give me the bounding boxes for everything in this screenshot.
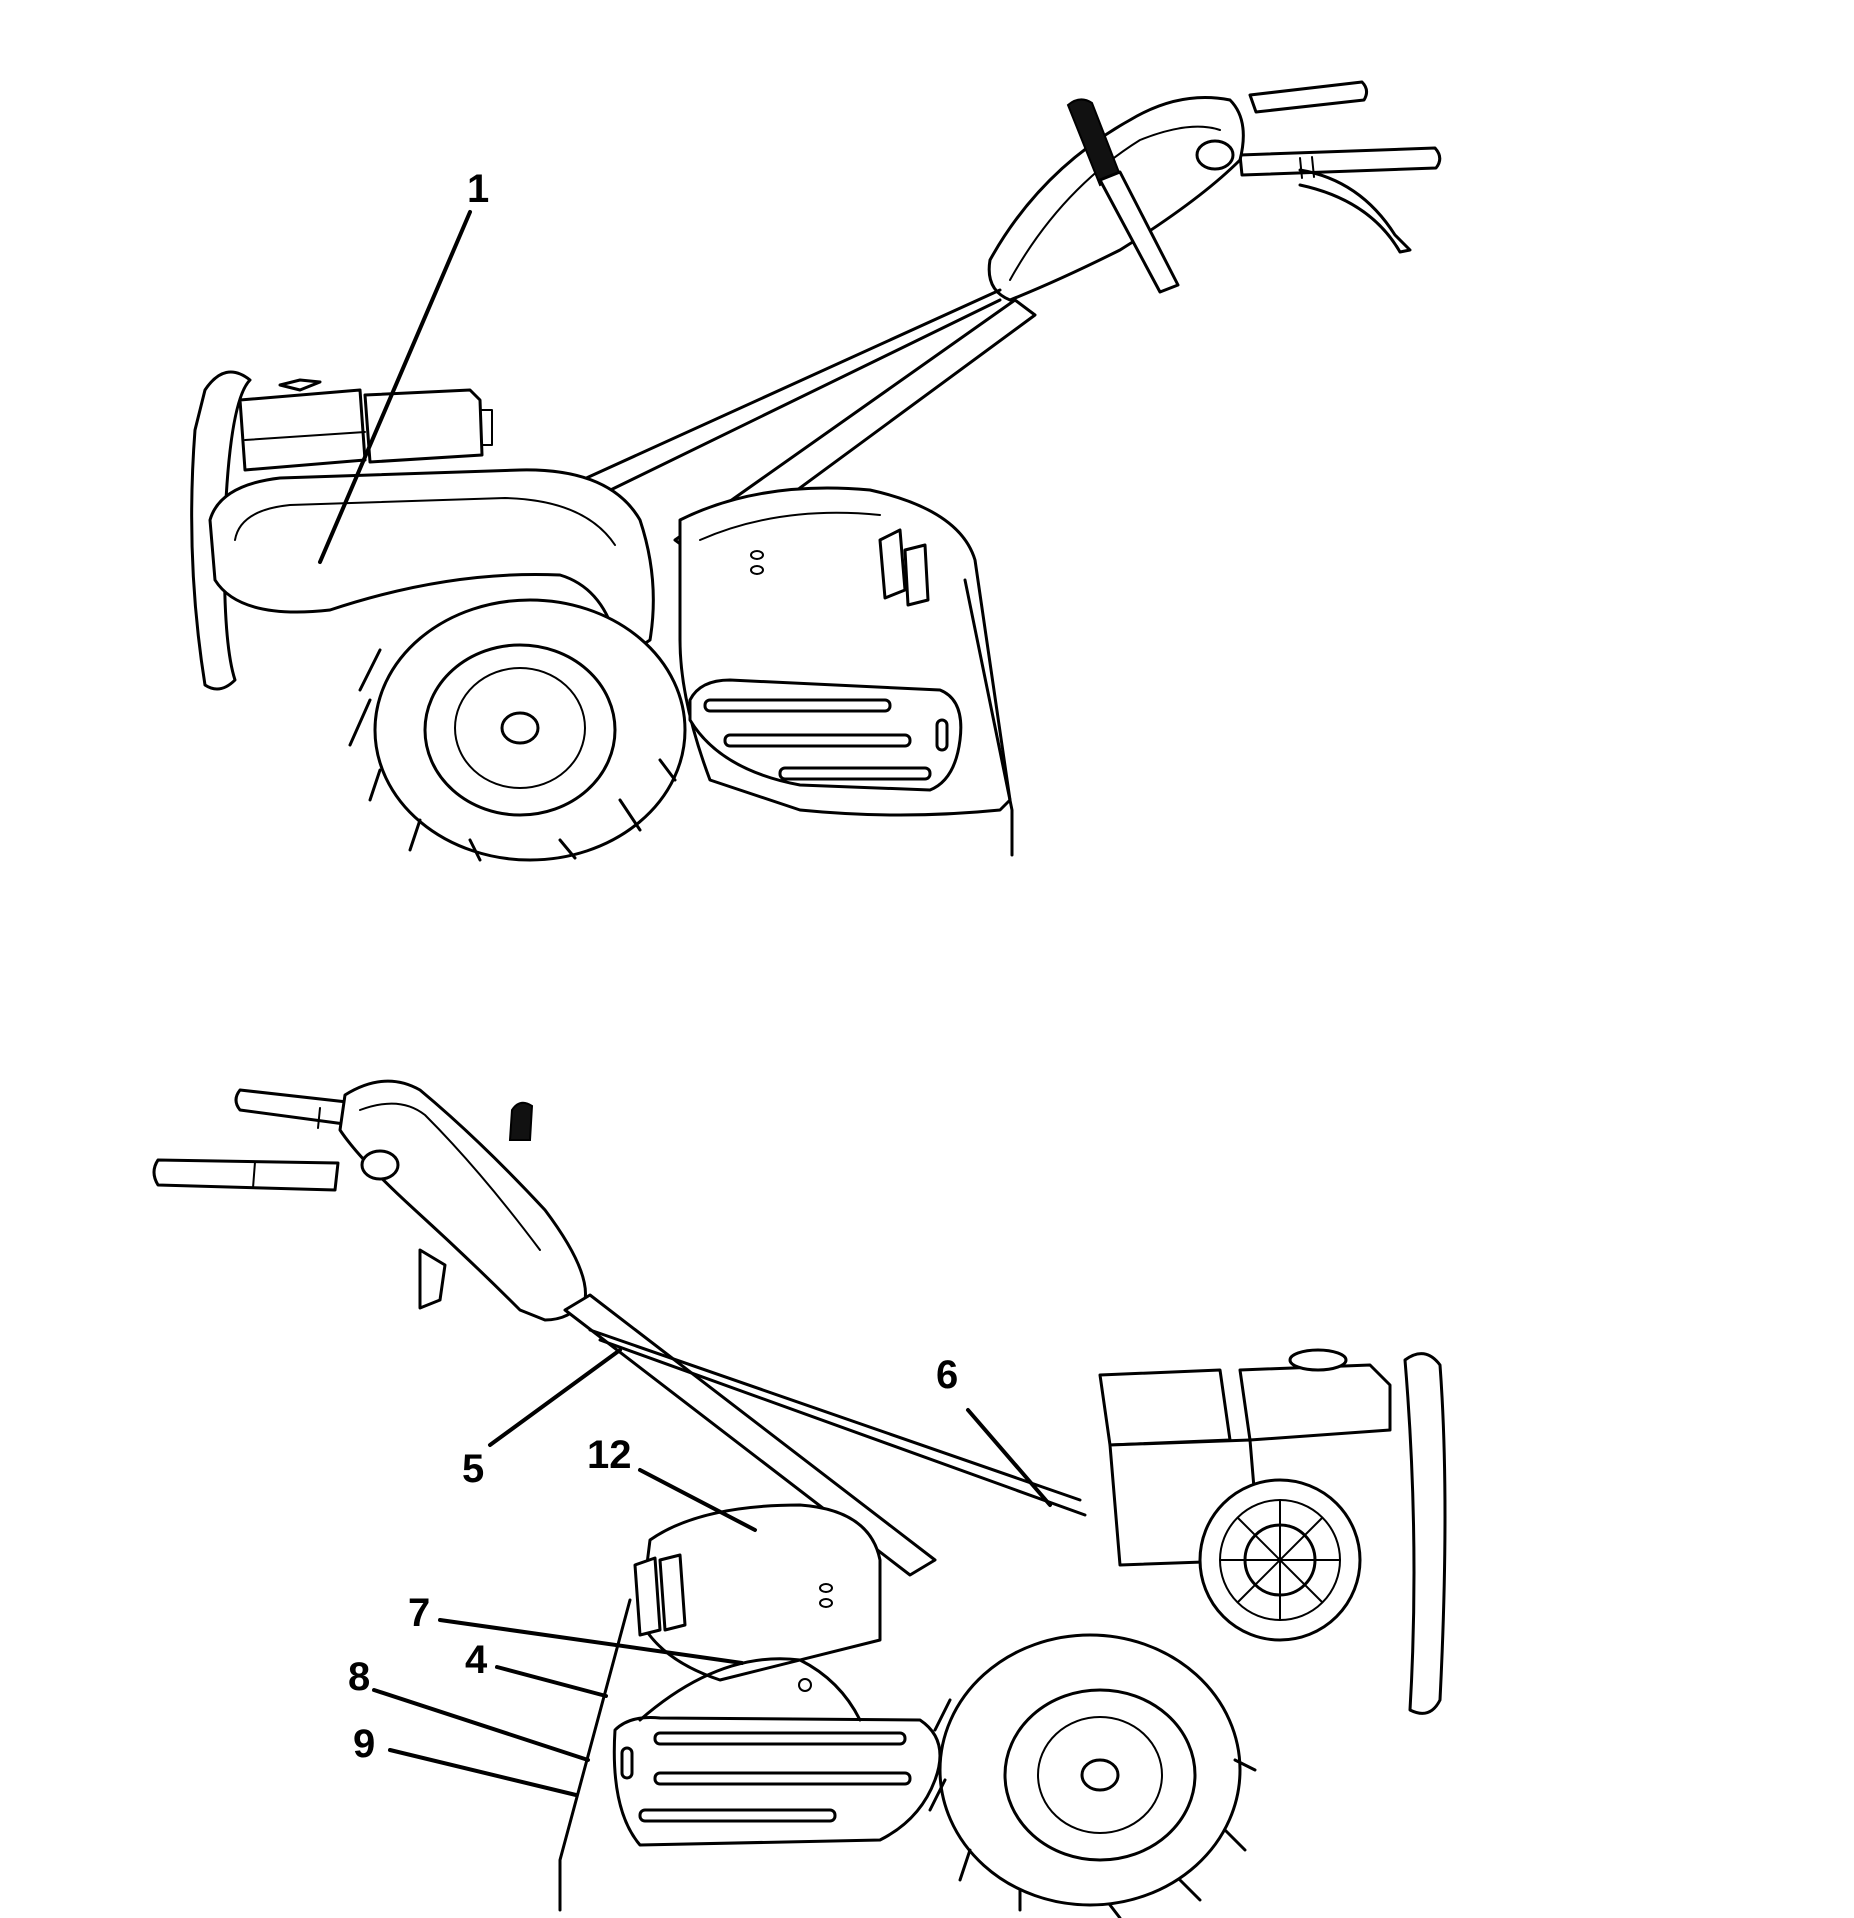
handle-tube-bottom: [563, 1293, 1087, 1577]
handlebar-top: [987, 80, 1442, 302]
leader-line-5: [488, 1348, 622, 1447]
tine-hood-top: [678, 486, 1014, 857]
callout-4: 4: [465, 1638, 488, 1682]
leader-line-4: [495, 1665, 608, 1698]
wheel-top: [348, 598, 687, 862]
tiller-top-view: [190, 80, 1442, 862]
tine-hood-bottom: [558, 1503, 882, 1912]
callout-12: 12: [587, 1433, 632, 1477]
leader-line-7: [438, 1618, 744, 1665]
wheel-bottom: [928, 1633, 1257, 1918]
leader-line-8: [372, 1688, 590, 1762]
side-shield-top: [688, 678, 963, 792]
side-shield-bottom: [612, 1657, 942, 1847]
leader-line-6: [966, 1408, 1052, 1507]
leader-line-1: [318, 210, 472, 564]
callout-9: 9: [353, 1722, 375, 1766]
leader-lines: [318, 210, 1052, 1797]
callout-labels: 1 5 6 12 7 4 8 9: [348, 167, 958, 1766]
engine-bottom: [1098, 1348, 1392, 1642]
callout-7: 7: [408, 1591, 430, 1635]
tiller-bottom-view: [152, 1079, 1447, 1918]
callout-1: 1: [467, 167, 489, 211]
callout-8: 8: [348, 1655, 370, 1699]
callout-5: 5: [462, 1447, 484, 1491]
callout-6: 6: [936, 1353, 958, 1397]
shift-lever-top: [1066, 98, 1180, 294]
front-bumper-bottom: [1403, 1352, 1447, 1715]
leader-line-12: [638, 1468, 757, 1532]
handlebar-bottom: [152, 1079, 587, 1322]
leader-line-9: [388, 1748, 578, 1797]
